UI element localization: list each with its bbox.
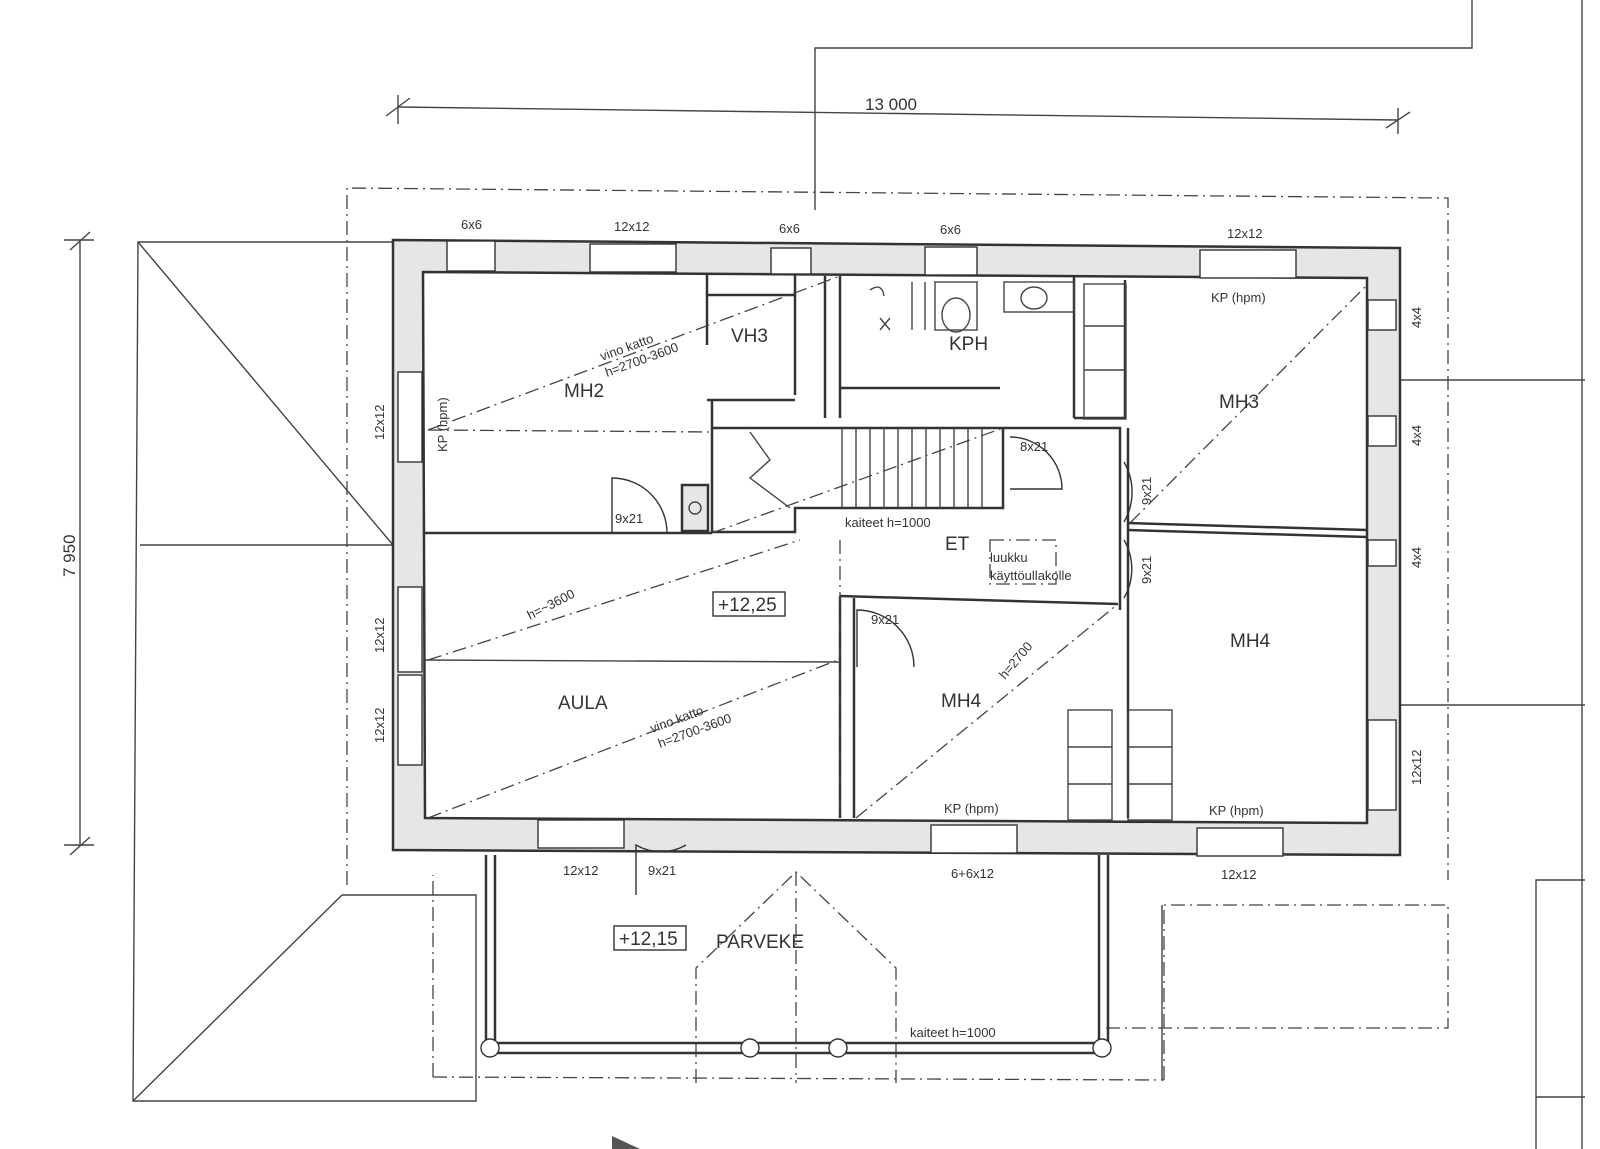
room-label-kph: KPH xyxy=(949,334,988,355)
windows-right xyxy=(1367,299,1397,811)
door-label-mh3: 9x21 xyxy=(1139,477,1154,505)
bathroom-fixtures xyxy=(869,281,1075,333)
parveke-level-label: +12,15 xyxy=(619,929,678,950)
dimension-width xyxy=(385,95,1411,134)
dimension-height xyxy=(64,231,94,856)
window-label-bottom-1: 12x12 xyxy=(563,863,598,878)
note-kaiteet-stair: kaiteet h=1000 xyxy=(845,515,931,530)
site-lines xyxy=(814,0,1585,1149)
note-h-2700: h=2700 xyxy=(996,639,1036,682)
aula-level-box xyxy=(712,591,786,617)
room-label-aula: AULA xyxy=(558,693,608,714)
window-label-right-3: 4x4 xyxy=(1409,547,1424,568)
height-dimension-label: 7 950 xyxy=(60,534,79,577)
window-label-bottom-2: 6+6x12 xyxy=(951,866,994,881)
window-label-top-5: 12x12 xyxy=(1227,226,1262,241)
window-label-top-1: 6x6 xyxy=(461,217,482,232)
window-label-top-3: 6x6 xyxy=(779,221,800,236)
ceiling-slope-lines xyxy=(427,275,1368,819)
note-kp-hpm-mh4-right: KP (hpm) xyxy=(1209,803,1264,818)
window-label-top-2: 12x12 xyxy=(614,219,649,234)
note-h-3600: h=~3600 xyxy=(525,586,578,623)
doors xyxy=(611,436,1133,895)
room-label-et: ET xyxy=(945,534,970,555)
note-kp-hpm-mh2: KP (hpm) xyxy=(435,397,450,452)
room-label-mh2: MH2 xyxy=(564,381,604,402)
door-label-mh2: 9x21 xyxy=(615,511,643,526)
lower-roof-left xyxy=(132,241,477,1102)
note-kp-hpm-mh4-left: KP (hpm) xyxy=(944,801,999,816)
window-label-left-2: 12x12 xyxy=(372,618,387,653)
north-arrow-fragment xyxy=(612,1136,640,1149)
windows-bottom xyxy=(537,819,1284,857)
exterior-walls xyxy=(391,238,1402,857)
door-label-mh4-left: 9x21 xyxy=(871,612,899,627)
room-label-vh3: VH3 xyxy=(731,326,768,347)
note-kp-hpm-mh3: KP (hpm) xyxy=(1211,290,1266,305)
door-label-kph: 8x21 xyxy=(1020,439,1048,454)
door-label-balcony: 9x21 xyxy=(648,863,676,878)
balcony xyxy=(480,855,1112,1083)
roof-eaves-outline xyxy=(346,187,1449,1081)
interior-walls xyxy=(424,275,1368,821)
room-label-mh4-right: MH4 xyxy=(1230,631,1271,652)
width-dimension-label: 13 000 xyxy=(865,95,917,114)
window-label-left-3: 12x12 xyxy=(372,708,387,743)
window-label-bottom-3: 12x12 xyxy=(1221,867,1256,882)
window-label-right-2: 4x4 xyxy=(1409,425,1424,446)
window-label-right-4: 12x12 xyxy=(1409,750,1424,785)
window-label-left-1: 12x12 xyxy=(372,405,387,440)
window-label-top-4: 6x6 xyxy=(940,222,961,237)
room-label-mh3: MH3 xyxy=(1219,392,1259,413)
aula-level-label: +12,25 xyxy=(718,595,777,616)
windows-top xyxy=(446,240,1297,279)
note-kaiteet-balcony: kaiteet h=1000 xyxy=(910,1025,996,1040)
door-label-mh4-right: 9x21 xyxy=(1139,556,1154,584)
room-label-parveke: PARVEKE xyxy=(716,932,804,953)
room-label-mh4-left: MH4 xyxy=(941,691,982,712)
parveke-level-box xyxy=(613,925,687,951)
window-label-right-1: 4x4 xyxy=(1409,307,1424,328)
note-kayttoullakolle: käyttöullakolle xyxy=(990,568,1072,583)
windows-left xyxy=(397,371,423,766)
note-luukku: luukku xyxy=(990,550,1028,565)
